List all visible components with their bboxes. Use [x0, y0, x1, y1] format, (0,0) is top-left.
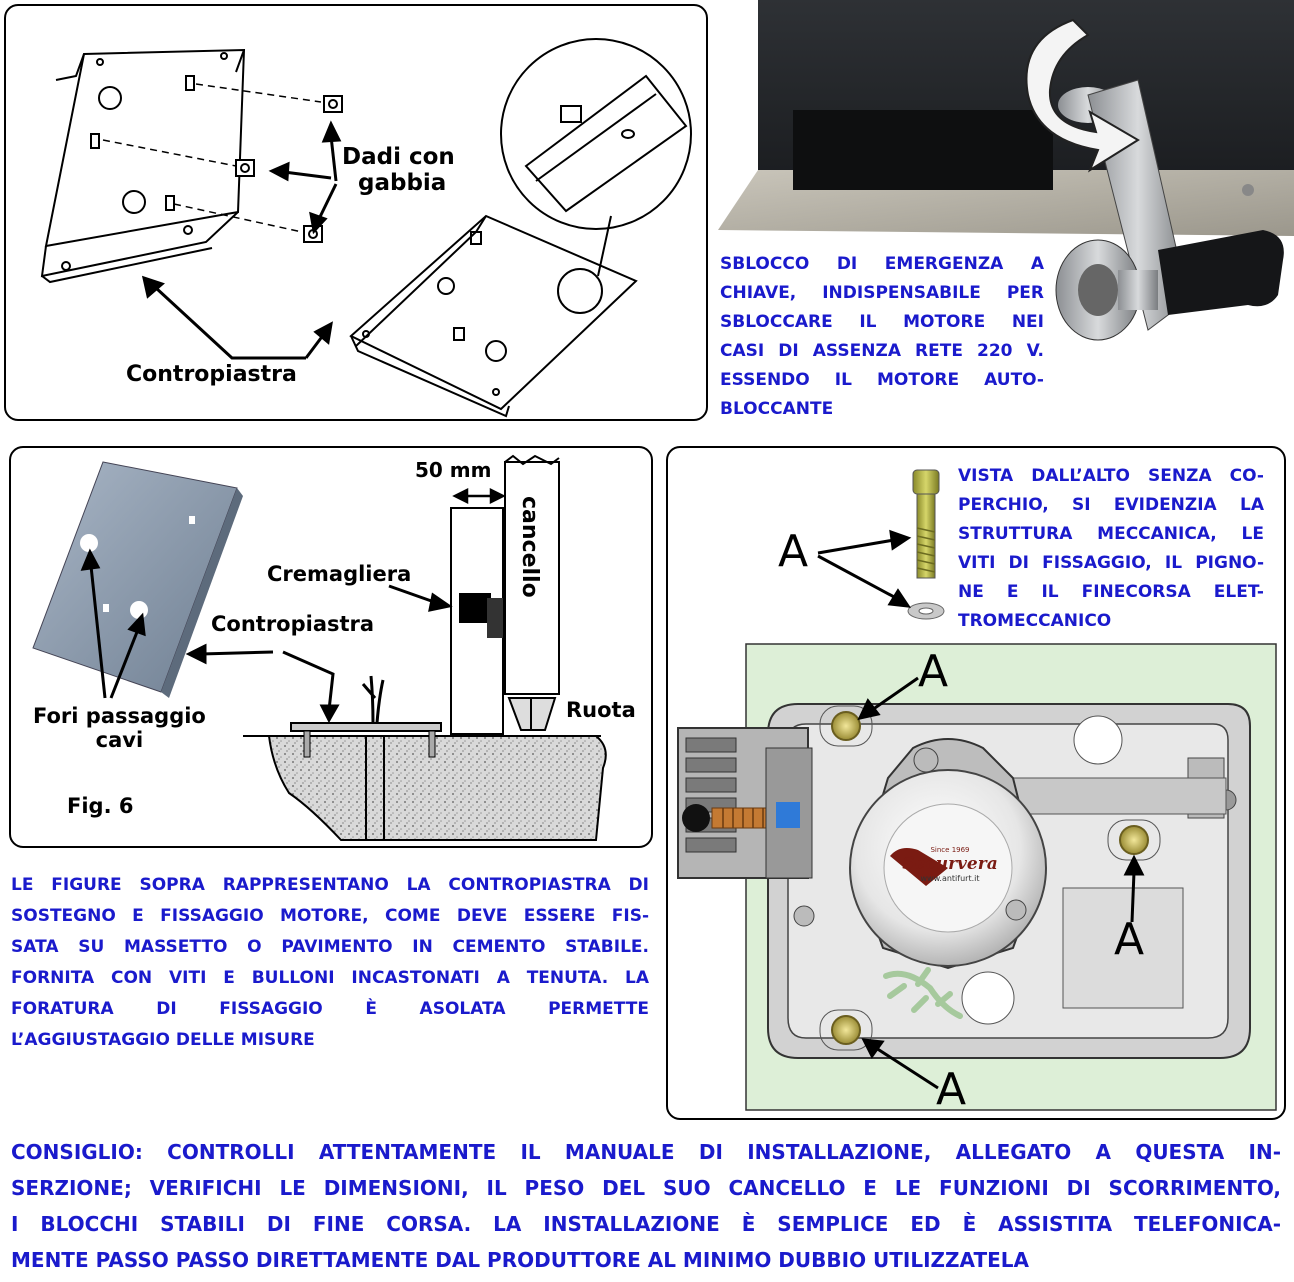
advice-paragraph: CONSIGLIO: CONTROLLI ATTENTAMENTE IL MAN…	[11, 1134, 1281, 1278]
top-view-caption: VISTA DALL’ALTO SENZA CO- PERCHIO, SI EV…	[958, 462, 1264, 636]
figures-caption: LE FIGURE SOPRA RAPPRESENTANO LA CONTROP…	[11, 870, 649, 1056]
advice-line: MENTE PASSO PASSO DIRETTAMENTE DAL PRODU…	[11, 1248, 1030, 1272]
emergency-caption: SBLOCCO DI EMERGENZA A CHIAVE, INDISPENS…	[720, 250, 1044, 424]
top-view-line: TROMECCANICO	[958, 611, 1112, 631]
top-view-line: NE E IL FINECORSA ELET-	[958, 582, 1264, 602]
caption-line: LE FIGURE SOPRA RAPPRESENTANO LA CONTROP…	[11, 875, 649, 895]
figure-number: Fig. 6	[67, 794, 134, 818]
counterplate-label-2: Contropiastra	[211, 612, 375, 636]
brand-logo: Since 1969 Securvera www.antifurt.it	[890, 846, 1010, 883]
advice-line: CONSIGLIO: CONTROLLI ATTENTAMENTE IL MAN…	[11, 1140, 1281, 1164]
caption-line: SATA SU MASSETTO O PAVIMENTO IN CEMENTO …	[11, 937, 649, 957]
wheel-label: Ruota	[566, 698, 636, 722]
cable-holes-label: Fori passaggio cavi	[33, 704, 206, 752]
dimension-label: 50 mm	[415, 458, 492, 482]
top-view-drawing	[677, 469, 1277, 1111]
counterplate-panel: Dadi con gabbia Contropiastra	[4, 4, 708, 421]
caption-line: FORATURA DI FISSAGGIO È ASOLATA PERMETTE	[11, 999, 649, 1019]
nuts-label-line1: Dadi con	[342, 144, 455, 170]
installation-panel: 50 mm cancello Cremagliera Contropiastra…	[9, 446, 653, 848]
emergency-line: BLOCCANTE	[720, 399, 834, 419]
cable-holes-line2: cavi	[95, 728, 144, 752]
caption-line: L’AGGIUSTAGGIO DELLE MISURE	[11, 1030, 315, 1050]
logo-url: www.antifurt.it	[920, 874, 980, 883]
emergency-line: SBLOCCARE IL MOTORE NEI	[720, 312, 1044, 332]
counterplate-label: Contropiastra	[126, 362, 297, 387]
top-view-line: PERCHIO, SI EVIDENZIA LA	[958, 495, 1264, 515]
marker-a-right: A	[1114, 914, 1145, 965]
top-view-line: VITI DI FISSAGGIO, IL PIGNO-	[958, 553, 1264, 573]
top-view-line: VISTA DALL’ALTO SENZA CO-	[958, 466, 1264, 486]
top-view-line: STRUTTURA MECCANICA, LE	[958, 524, 1264, 544]
installation-drawing	[32, 454, 607, 841]
advice-line: SERZIONE; VERIFICHI LE DIMENSIONI, IL PE…	[11, 1176, 1281, 1200]
emergency-line: SBLOCCO DI EMERGENZA A	[720, 254, 1044, 274]
emergency-release-photo	[718, 0, 1294, 386]
caption-line: SOSTEGNO E FISSAGGIO MOTORE, COME DEVE E…	[11, 906, 649, 926]
emergency-line: ESSENDO IL MOTORE AUTO-	[720, 370, 1044, 390]
marker-a-legend: A	[778, 526, 809, 577]
gate-label: cancello	[517, 496, 542, 598]
top-view-panel: A A A A Since 1969 Securvera www.antifur…	[666, 446, 1286, 1120]
logo-text: Securvera	[902, 854, 998, 874]
emergency-line: CHIAVE, INDISPENSABILE PER	[720, 283, 1044, 303]
marker-a-top-left: A	[918, 646, 949, 697]
advice-line: I BLOCCHI STABILI DI FINE CORSA. LA INST…	[11, 1212, 1281, 1236]
nuts-label-line2: gabbia	[358, 170, 447, 196]
logo-small-text: Since 1969	[930, 846, 970, 854]
nuts-label: Dadi con gabbia	[342, 144, 455, 196]
emergency-line: CASI DI ASSENZA RETE 220 V.	[720, 341, 1044, 361]
caption-line: FORNITA CON VITI E BULLONI INCASTONATI A…	[11, 968, 649, 988]
cable-holes-line1: Fori passaggio	[33, 704, 206, 728]
rack-label: Cremagliera	[267, 562, 412, 586]
counterplate-drawing	[40, 38, 692, 418]
marker-a-bottom: A	[936, 1064, 967, 1115]
